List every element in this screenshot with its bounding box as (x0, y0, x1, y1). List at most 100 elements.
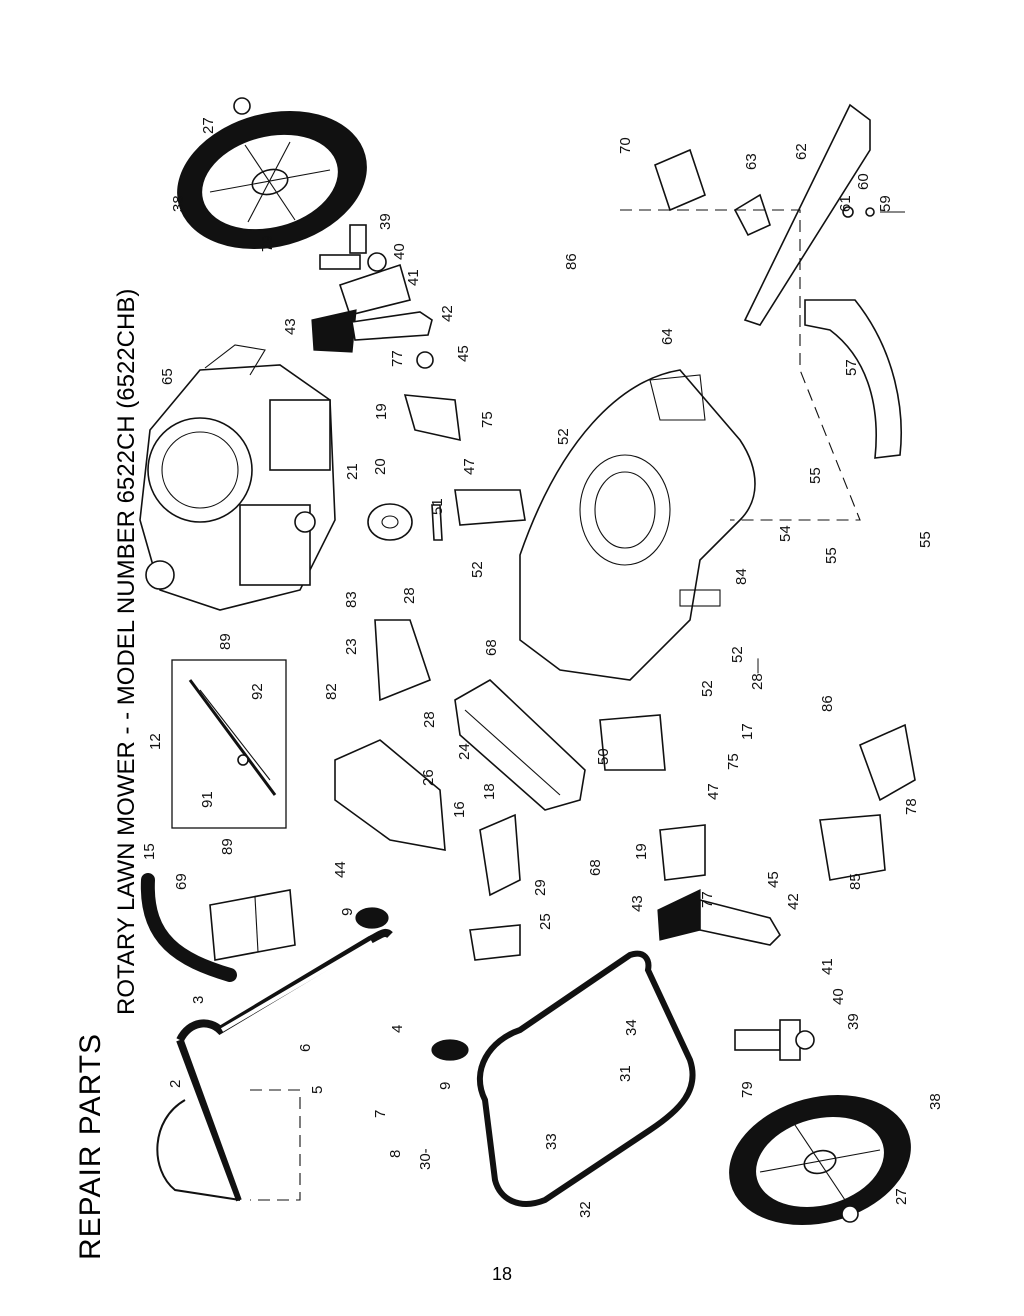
callout-55-a: 55 (807, 467, 824, 484)
callout-44: 44 (332, 861, 349, 878)
callout-33: 33 (543, 1133, 560, 1150)
callout-28-b: 28 (421, 711, 438, 728)
callout-20: 20 (372, 458, 389, 475)
callout-8: 8 (387, 1150, 404, 1158)
mulch-kit-parts (819, 723, 916, 881)
blade-bolt-parts (654, 148, 905, 237)
callout-68-b: 68 (587, 859, 604, 876)
callout-79-upper: 79 (259, 235, 276, 252)
callout-21: 21 (344, 463, 361, 480)
baffle-upper (403, 394, 461, 442)
callout-61: 61 (837, 195, 854, 212)
height-adjuster-bottom (657, 889, 782, 946)
callout-12: 12 (147, 733, 164, 750)
callout-59: 59 (877, 195, 894, 212)
callout-62: 62 (793, 143, 810, 160)
mower-deck (519, 369, 756, 681)
callout-70: 70 (617, 137, 634, 154)
callout-55-b: 55 (823, 547, 840, 564)
callout-38-upper: 38 (170, 195, 187, 212)
callout-19-lower: 19 (633, 843, 650, 860)
control-cable-inset (171, 659, 287, 829)
callout-64: 64 (659, 328, 676, 345)
callout-30: 30- (417, 1148, 434, 1170)
callout-89-b: 89 (219, 838, 236, 855)
model-title: ROTARY LAWN MOWER - - MODEL NUMBER 6522C… (113, 289, 140, 1015)
callout-39-lower: 39 (845, 1013, 862, 1030)
height-adjuster-top (311, 309, 434, 369)
rear-wheel-bottom (729, 1094, 911, 1226)
callout-3: 3 (190, 996, 207, 1004)
callout-54: 54 (777, 525, 794, 542)
chute-26 (334, 739, 446, 851)
catcher-frame-panel (209, 889, 296, 961)
callout-34: 34 (623, 1019, 640, 1036)
callout-75-a: 75 (479, 411, 496, 428)
engine (139, 344, 336, 611)
callout-65: 65 (159, 368, 176, 385)
callout-47-lower: 47 (705, 783, 722, 800)
callout-9-upper: 9 (339, 908, 356, 916)
lower-handle (477, 950, 696, 1207)
callout-24: 24 (456, 743, 473, 760)
callout-92: 92 (249, 683, 266, 700)
callout-40-lower: 40 (830, 988, 847, 1005)
callout-32: 32 (577, 1201, 594, 1218)
callout-40-upper: 40 (391, 243, 408, 260)
callout-16: 16 (451, 801, 468, 818)
rear-wheel-top (177, 110, 367, 250)
mulch-plug (804, 299, 902, 459)
callout-86-b: 86 (819, 695, 836, 712)
callout-17: 17 (739, 723, 756, 740)
callout-91: 91 (199, 791, 216, 808)
callout-43-upper: 43 (282, 318, 299, 335)
callout-28-c: 28— (749, 658, 766, 690)
axle-parts-top (319, 224, 411, 316)
callout-29: 29 (532, 879, 549, 896)
bracket-23 (374, 619, 431, 702)
callout-28-a: 28 (401, 587, 418, 604)
callout-55-c: 55 (917, 531, 934, 548)
blade-adapter (367, 489, 526, 541)
callout-2: 2 (167, 1080, 184, 1088)
hubcap-top (233, 97, 251, 115)
callout-78: 78 (903, 798, 920, 815)
callout-63: 63 (743, 153, 760, 170)
callout-75-b: 75 (725, 753, 742, 770)
callout-52-b: 52 (469, 561, 486, 578)
callout-42-upper: 42 (439, 305, 456, 322)
callout-39-upper: 39 (377, 213, 394, 230)
callout-45-lower: 45 (765, 871, 782, 888)
callout-77-lower: 77 (699, 891, 716, 908)
hubcap-bottom (841, 1205, 859, 1223)
callout-7: 7 (372, 1110, 389, 1118)
section-title: REPAIR PARTS (74, 1033, 107, 1260)
callout-52-d: 52 (729, 646, 746, 663)
callout-6: 6 (297, 1044, 314, 1052)
callout-77-upper: 77 (389, 350, 406, 367)
callout-52-a: 52 (555, 428, 572, 445)
callout-86-a: 86 (563, 253, 580, 270)
callout-82: 82 (323, 683, 340, 700)
callout-19-upper: 19 (373, 403, 390, 420)
callout-25: 25 (537, 913, 554, 930)
callout-45-upper: 45 (455, 345, 472, 362)
callout-26: 26 (420, 769, 437, 786)
bail-handle (156, 1099, 241, 1201)
callout-84: 84 (733, 568, 750, 585)
callout-38-lower: 38 (927, 1093, 944, 1110)
callout-18: 18 (481, 783, 498, 800)
callout-47-upper: 47 (461, 458, 478, 475)
callout-27-upper: 27 (200, 117, 217, 134)
callout-41-lower: 41 (819, 958, 836, 975)
callout-41-upper: 41 (405, 269, 422, 286)
hinge-parts (469, 813, 521, 961)
baffle-lower (599, 714, 706, 881)
callout-79-lower: 79 (739, 1081, 756, 1098)
callout-labels: 2 3 4 5 6 7 8 9 9 12 15 16 17 18 19 19 2… (141, 117, 944, 1218)
callout-43-lower: 43 (629, 895, 646, 912)
callout-9-lower: 9 (437, 1082, 454, 1090)
blade (743, 103, 871, 326)
callout-50: 50 (595, 748, 612, 765)
